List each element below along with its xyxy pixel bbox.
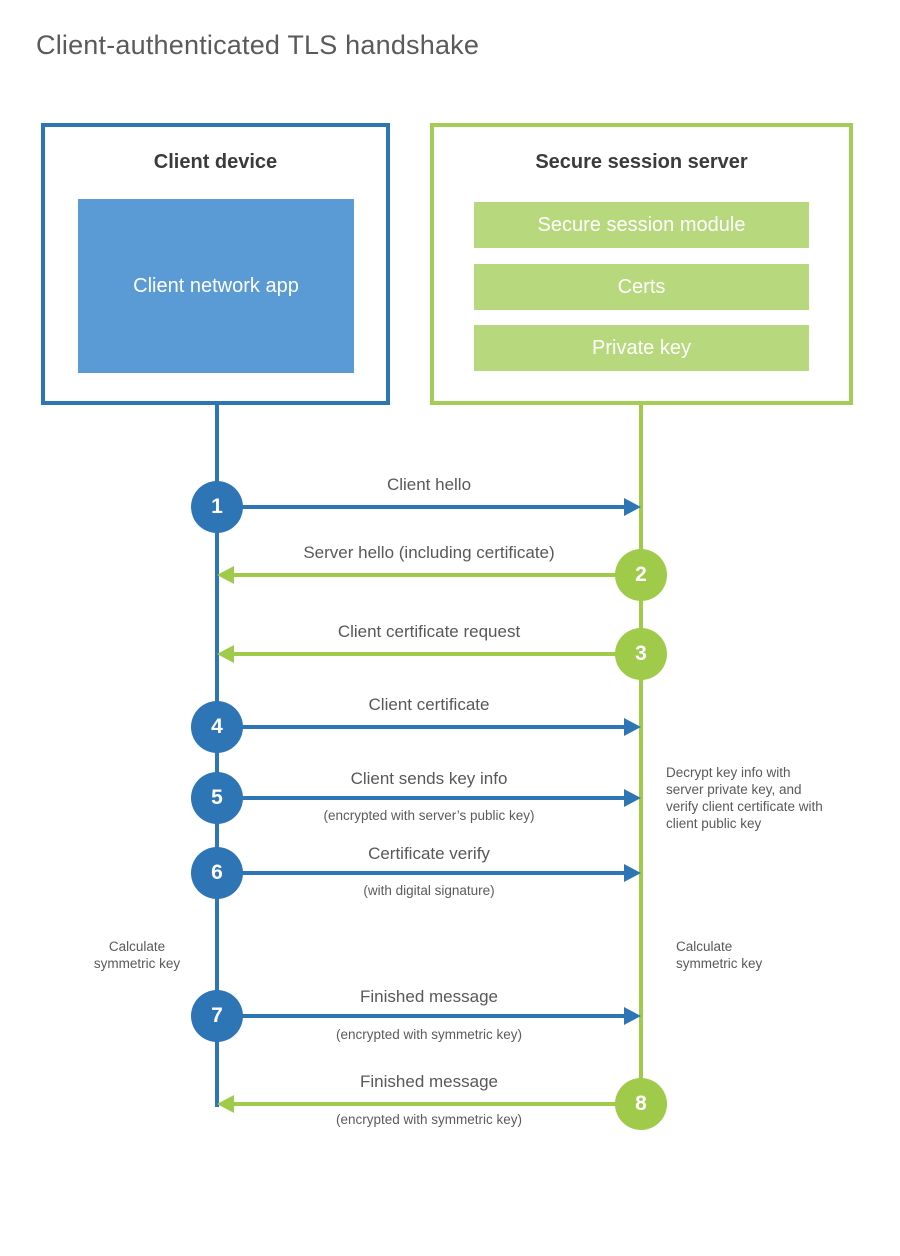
step-circle-6: 6 <box>191 847 243 899</box>
calculate-symmetric-key-note-client: Calculate symmetric key <box>93 939 181 971</box>
arrow-right-icon <box>217 718 641 736</box>
page-title: Client-authenticated TLS handshake <box>36 30 480 60</box>
arrow-right-icon <box>217 864 641 882</box>
arrow-left-icon <box>217 645 641 663</box>
client-network-app-node: Client network app <box>78 199 354 373</box>
arrow-right-icon <box>217 1007 641 1025</box>
step-circle-7: 7 <box>191 990 243 1042</box>
secure-session-server-title: Secure session server <box>535 151 748 173</box>
client-device-title: Client device <box>153 151 278 173</box>
arrow-left-icon <box>217 566 641 584</box>
message-label: Client hello <box>386 475 472 494</box>
secure-session-server-box: Secure session server Secure session mod… <box>430 123 853 405</box>
message-label: Server hello (including certificate) <box>303 543 555 562</box>
message-label: Client certificate <box>368 695 490 714</box>
arrow-left-icon <box>217 1095 641 1113</box>
message-label: Certificate verify <box>368 844 490 863</box>
calculate-symmetric-key-note-server: Calculate symmetric key <box>676 939 763 971</box>
step-circle-3: 3 <box>615 628 667 680</box>
message-sublabel: (encrypted with symmetric key) <box>335 1027 523 1042</box>
message-sublabel: (encrypted with symmetric key) <box>335 1112 523 1127</box>
message-label: Client certificate request <box>337 622 521 641</box>
step-circle-1: 1 <box>191 481 243 533</box>
message-label: Client sends key info <box>350 769 508 788</box>
private-key-node: Private key <box>474 325 809 371</box>
arrow-right-icon <box>217 789 641 807</box>
message-sublabel: (with digital signature) <box>363 883 495 898</box>
client-lifeline <box>215 405 219 1107</box>
step-circle-5: 5 <box>191 772 243 824</box>
arrow-right-icon <box>217 498 641 516</box>
message-sublabel: (encrypted with server’s public key) <box>323 808 535 823</box>
certs-node: Certs <box>474 264 809 310</box>
client-device-box: Client device Client network app <box>41 123 390 405</box>
step-circle-8: 8 <box>615 1078 667 1130</box>
message-label: Finished message <box>360 987 498 1006</box>
secure-session-module-node: Secure session module <box>474 202 809 248</box>
message-label: Finished message <box>360 1072 498 1091</box>
server-lifeline <box>639 405 643 1105</box>
client-network-app-label: Client network app <box>133 275 299 297</box>
decrypt-key-note: Decrypt key info with server private key… <box>666 765 823 831</box>
step-circle-2: 2 <box>615 549 667 601</box>
step-circle-4: 4 <box>191 701 243 753</box>
